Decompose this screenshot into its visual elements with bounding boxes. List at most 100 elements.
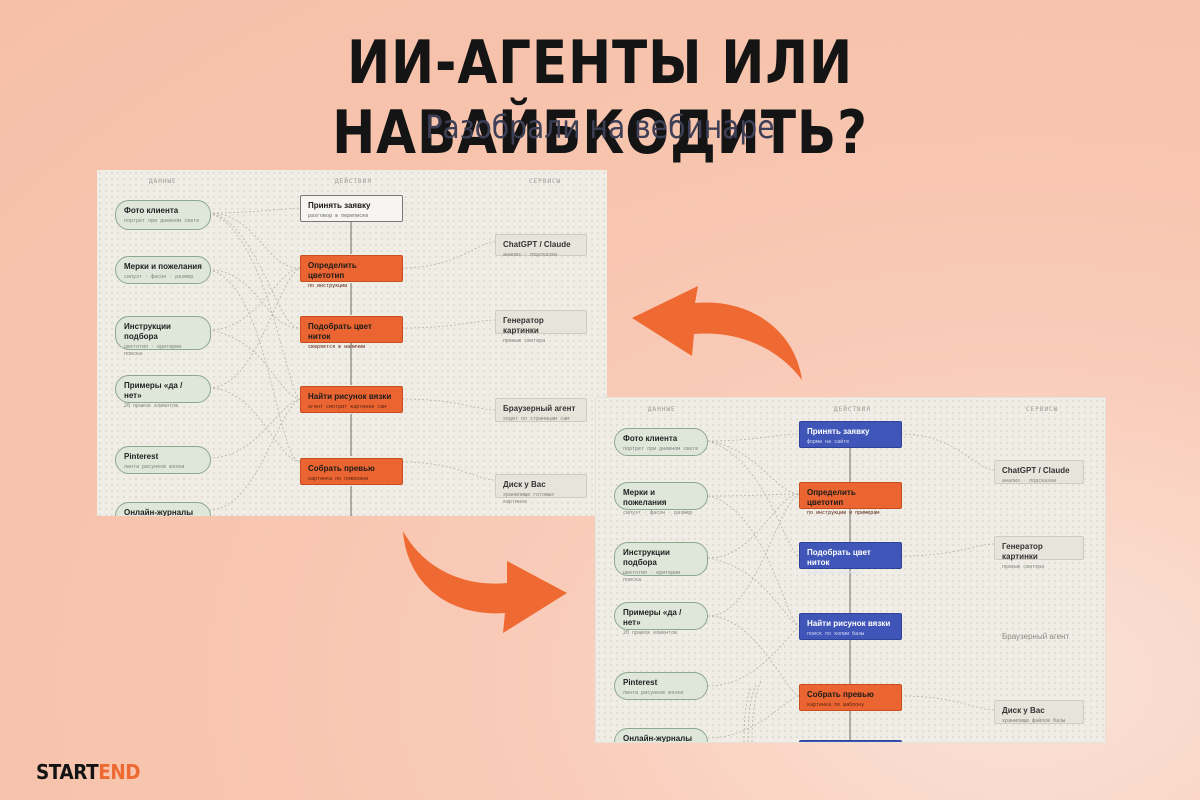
action-node-thread-color[interactable]: Подобрать цвет ниток сверяется в наличии xyxy=(300,316,403,350)
action-node-color-type[interactable]: Определить цветотип по инструкции xyxy=(300,255,403,289)
service-node-disk[interactable]: Диск у Вас хранилище файлов базы xyxy=(994,700,1084,724)
node-subtitle: превью свитера xyxy=(503,338,546,344)
node-title: Pinterest xyxy=(623,678,658,687)
node-subtitle: силуэт · фасон · размер xyxy=(623,510,693,516)
node-title: ChatGPT / Claude xyxy=(503,240,571,249)
data-node-journals[interactable]: Онлайн-журналы xyxy=(614,728,708,742)
data-node-photo[interactable]: Фото клиента портрет при дневном свете xyxy=(614,428,708,456)
data-node-journals[interactable]: Онлайн-журналы xyxy=(115,502,211,516)
data-node-photo[interactable]: Фото клиента портрет при дневном свете xyxy=(115,200,211,230)
node-subtitle: поиск по копии базы xyxy=(807,631,865,637)
data-node-examples[interactable]: Примеры «да / нет» 20 правок клиентов xyxy=(115,375,211,409)
column-header-data: ДАННЫЕ xyxy=(648,406,676,413)
node-subtitle: картинка по шаблону xyxy=(807,702,865,708)
node-title: Примеры «да / нет» xyxy=(623,608,682,627)
page-subtitle: Разобрали на вебинаре xyxy=(425,108,775,146)
service-node-disk[interactable]: Диск у Вас хранилище готовых картинок xyxy=(495,474,587,505)
curved-arrow-forward-icon xyxy=(403,531,567,633)
node-subtitle: цветотип · критерии поиска xyxy=(623,570,681,583)
node-subtitle: портрет при дневном свете xyxy=(124,218,200,224)
node-title: Подобрать цвет ниток xyxy=(308,322,372,341)
action-node-accept-request[interactable]: Принять заявку форма на сайте xyxy=(799,421,902,448)
node-title: Определить цветотип xyxy=(807,488,856,507)
workflow-screenshot-after: ДАННЫЕ ДЕЙСТВИЯ СЕРВИСЫ Фото клиента пор… xyxy=(596,398,1105,742)
action-node-build-preview[interactable]: Собрать превью картинка по шаблону xyxy=(799,684,902,711)
node-title: Браузерный агент xyxy=(1002,632,1070,641)
node-title: Собрать превью xyxy=(308,464,375,473)
node-title: Диск у Вас xyxy=(503,480,546,489)
node-subtitle: хранилище файлов базы xyxy=(1002,718,1066,724)
data-node-examples[interactable]: Примеры «да / нет» 20 правок клиентов xyxy=(614,602,708,636)
action-node-thread-color[interactable]: Подобрать цвет ниток подбор по каталогу xyxy=(799,542,902,576)
node-subtitle: лента рисунков вязки xyxy=(124,464,185,470)
node-title: Примеры «да / нет» xyxy=(124,381,183,400)
node-title: Диск у Вас xyxy=(1002,706,1045,715)
service-node-chatgpt[interactable]: ChatGPT / Claude анализ · подсказки xyxy=(994,460,1084,484)
node-subtitle: 20 правок клиентов xyxy=(623,630,678,636)
node-subtitle: хранилище готовых картинок xyxy=(503,492,555,505)
connection-lines xyxy=(208,207,496,516)
action-node-build-preview[interactable]: Собрать превью картинка по пожелани xyxy=(300,458,403,485)
action-node-accept-request[interactable]: Принять заявку разговор в переписке xyxy=(300,195,403,222)
data-node-instructions[interactable]: Инструкции подбора цветотип · критерии п… xyxy=(614,542,708,583)
logo-part-start: START xyxy=(36,760,99,784)
node-title: Онлайн-журналы xyxy=(124,508,194,516)
service-node-browser-agent[interactable]: Браузерный агент xyxy=(994,626,1084,646)
node-title: Принять заявку xyxy=(807,427,870,436)
node-title: Мерки и пожелания xyxy=(623,488,667,507)
node-title: Фото клиента xyxy=(623,434,678,443)
node-subtitle: силуэт · фасон · размер xyxy=(124,274,194,280)
node-subtitle: портрет при дневном свете xyxy=(623,446,699,452)
connection-lines xyxy=(707,433,995,742)
node-title: Найти рисунок вязки xyxy=(308,392,392,401)
workflow-screenshot-before: ДАННЫЕ ДЕЙСТВИЯ СЕРВИСЫ Фото клиента пор… xyxy=(97,170,607,516)
node-title: Собрать превью xyxy=(807,690,874,699)
service-node-chatgpt[interactable]: ChatGPT / Claude анализ · подсказки xyxy=(495,234,587,258)
node-title: Мерки и пожелания xyxy=(124,262,202,271)
node-subtitle: подбор по каталогу xyxy=(807,570,862,576)
logo-part-end: END xyxy=(98,760,141,784)
data-node-pinterest[interactable]: Pinterest лента рисунков вязки xyxy=(115,446,211,474)
data-node-pinterest[interactable]: Pinterest лента рисунков вязки xyxy=(614,672,708,700)
column-header-services: СЕРВИСЫ xyxy=(1026,406,1059,413)
node-subtitle: форма на сайте xyxy=(807,439,850,445)
node-subtitle: разговор в переписке xyxy=(308,213,369,219)
node-title: Генератор картинки xyxy=(1002,542,1043,561)
node-title: ChatGPT / Claude xyxy=(1002,466,1070,475)
node-subtitle: 20 правок клиентов xyxy=(124,403,179,409)
column-header-data: ДАННЫЕ xyxy=(149,178,177,185)
node-subtitle: ходит по страницам сам xyxy=(503,416,570,422)
node-subtitle: анализ · подсказки xyxy=(1002,478,1057,484)
curved-arrow-back-icon xyxy=(632,286,802,380)
node-title: Инструкции подбора xyxy=(623,548,670,567)
node-subtitle: по инструкции xyxy=(308,283,348,289)
node-title: Найти рисунок вязки xyxy=(807,619,891,628)
column-header-services: СЕРВИСЫ xyxy=(529,178,562,185)
node-subtitle: сверяется в наличии xyxy=(308,344,366,350)
data-node-measurements[interactable]: Мерки и пожелания силуэт · фасон · разме… xyxy=(115,256,211,284)
column-header-actions: ДЕЙСТВИЯ xyxy=(834,406,871,413)
action-node-color-type[interactable]: Определить цветотип по инструкции и прим… xyxy=(799,482,902,516)
data-node-instructions[interactable]: Инструкции подбора цветотип · критерии п… xyxy=(115,316,211,357)
node-title: Браузерный агент xyxy=(503,404,576,413)
node-subtitle: анализ · подсказки xyxy=(503,252,558,258)
action-node-next[interactable] xyxy=(799,740,902,742)
node-title: Фото клиента xyxy=(124,206,179,215)
service-node-image-generator[interactable]: Генератор картинки превью свитера xyxy=(495,310,587,344)
node-subtitle: цветотип · критерии поиска xyxy=(124,344,182,357)
node-title: Принять заявку xyxy=(308,201,371,210)
node-title: Подобрать цвет ниток xyxy=(807,548,871,567)
node-subtitle: превью свитера xyxy=(1002,564,1045,570)
service-node-image-generator[interactable]: Генератор картинки превью свитера xyxy=(994,536,1084,570)
node-title: Онлайн-журналы xyxy=(623,734,693,742)
service-node-browser-agent[interactable]: Браузерный агент ходит по страницам сам xyxy=(495,398,587,422)
action-node-find-pattern[interactable]: Найти рисунок вязки поиск по копии базы xyxy=(799,613,902,640)
node-title: Генератор картинки xyxy=(503,316,544,335)
action-node-find-pattern[interactable]: Найти рисунок вязки агент смотрит картин… xyxy=(300,386,403,413)
column-header-actions: ДЕЙСТВИЯ xyxy=(335,178,372,185)
node-subtitle: лента рисунков вязки xyxy=(623,690,684,696)
data-node-measurements[interactable]: Мерки и пожелания силуэт · фасон · разме… xyxy=(614,482,708,516)
node-title: Инструкции подбора xyxy=(124,322,171,341)
page-title: ИИ-АГЕНТЫ ИЛИ НАВАЙБКОДИТЬ? xyxy=(332,28,868,168)
node-title: Определить цветотип xyxy=(308,261,357,280)
